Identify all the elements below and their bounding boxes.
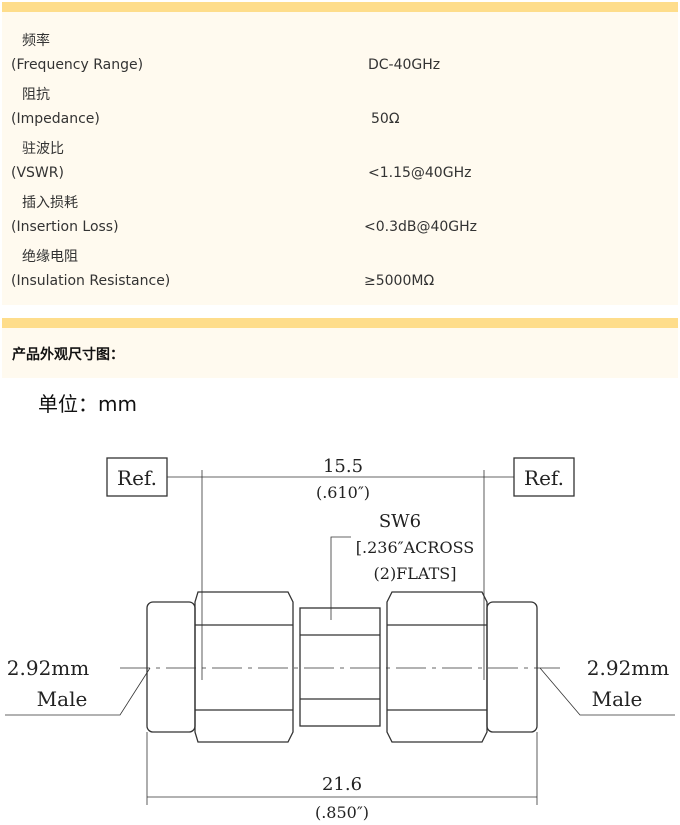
spec-en: (Insulation Resistance) — [11, 273, 171, 289]
spec-en: (Frequency Range) — [11, 57, 144, 73]
right-size: 2.92mm — [587, 656, 669, 680]
header-bar — [2, 2, 678, 12]
right-nut-end — [486, 601, 538, 733]
dim-top-in: (.610″) — [316, 483, 370, 502]
sw-inch: [.236″ACROSS — [356, 538, 474, 557]
spec-cn: 绝缘电阻 — [22, 249, 78, 265]
section-panel — [2, 328, 678, 378]
section-title: 产品外观尺寸图： — [12, 347, 124, 363]
spec-cn: 驻波比 — [22, 141, 64, 157]
dim-bottom-in: (.850″) — [315, 803, 369, 822]
spec-value: <1.15@40GHz — [368, 165, 472, 181]
dim-top: 15.5 — [323, 456, 363, 477]
spec-value: DC-40GHz — [368, 57, 441, 73]
center-body — [299, 607, 381, 727]
sw-label: SW6 — [379, 511, 421, 532]
right-gender: Male — [592, 687, 643, 711]
spec-value: <0.3dB@40GHz — [364, 219, 478, 235]
connector-drawing: Ref. Ref. 15.5 (.610″) SW6 [.236″ACROSS … — [5, 456, 675, 822]
spec-cn: 阻抗 — [22, 87, 50, 103]
spec-value: ≥5000MΩ — [364, 273, 435, 289]
left-hex — [194, 591, 294, 743]
spec-en: (VSWR) — [11, 165, 64, 181]
spec-en: (Impedance) — [11, 111, 100, 127]
spec-cn: 插入损耗 — [22, 195, 78, 211]
right-hex — [386, 591, 488, 743]
spec-value: 50Ω — [371, 111, 400, 127]
ref-right: Ref. — [524, 466, 564, 490]
section-bar — [2, 318, 678, 328]
spec-en: (Insertion Loss) — [11, 219, 119, 235]
spec-cn: 频率 — [22, 33, 50, 49]
unit-label: 单位：mm — [38, 392, 137, 416]
spec-panel — [2, 12, 678, 305]
left-nut-end — [146, 601, 196, 733]
sw-flats: (2)FLATS] — [374, 564, 457, 583]
ref-left: Ref. — [117, 466, 157, 490]
dim-bottom: 21.6 — [322, 774, 362, 795]
left-gender: Male — [37, 687, 88, 711]
left-size: 2.92mm — [7, 656, 89, 680]
